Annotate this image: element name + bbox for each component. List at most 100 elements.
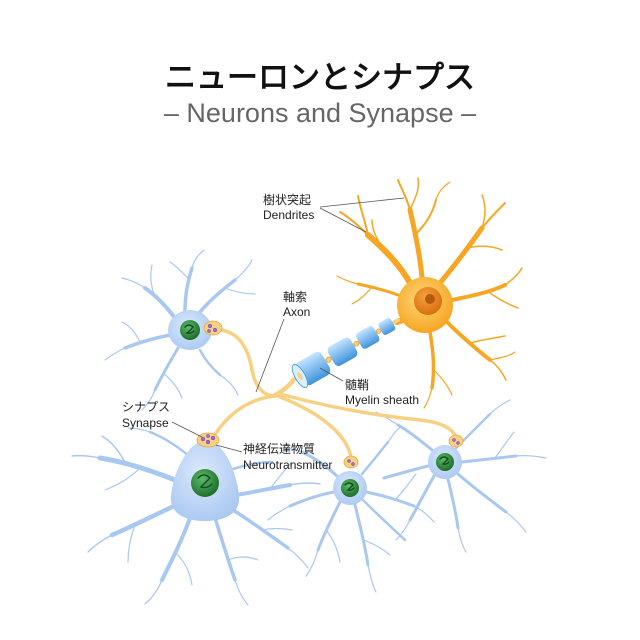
myelin-sheath-segment	[378, 318, 396, 335]
label-axon-en: Axon	[283, 305, 310, 319]
dendrite-branch	[191, 249, 205, 269]
label-dendrites-en: Dendrites	[263, 208, 314, 222]
label-synapse-ja: シナプス	[122, 400, 170, 414]
dendrite-branch	[234, 483, 292, 497]
dendrite-branch	[219, 374, 239, 396]
dendrite-branch	[387, 425, 403, 443]
dendrite-branch	[227, 556, 259, 561]
orange-neuron	[336, 177, 523, 409]
dendrite-branch	[489, 292, 519, 309]
dendrite-branch	[336, 275, 359, 285]
dendrite-branch	[409, 177, 420, 211]
dendrite-branch	[141, 389, 156, 411]
dendrite-branch	[121, 321, 141, 343]
dendrite-branch	[515, 455, 547, 459]
dendrite-branch	[153, 346, 180, 392]
neurotransmitter-dot	[207, 329, 211, 333]
leader-line-dendrites-upper	[319, 197, 405, 208]
neurotransmitter-dot	[206, 434, 210, 438]
blue-neuron-top-left-nucleus	[180, 320, 200, 340]
dendrite-branch	[489, 359, 507, 381]
dendrite-branch	[109, 502, 179, 538]
dendrite-branch	[87, 534, 113, 553]
dendrite-branch	[365, 232, 413, 286]
dendrite-branch	[504, 267, 523, 286]
dendrite-branch	[234, 579, 249, 606]
dendrite-branch	[481, 194, 486, 229]
dendrite-branch	[445, 320, 492, 362]
dendrite-branch	[267, 505, 291, 521]
dendrite-branch	[367, 564, 377, 593]
page-subtitle: – Neurons and Synapse –	[164, 98, 476, 128]
dendrite-branch	[351, 286, 373, 305]
myelin-sheath-segment	[327, 337, 358, 366]
neurotransmitter-dot	[207, 323, 213, 329]
dendrite-branch	[234, 259, 253, 281]
dendrite-branch	[489, 399, 511, 415]
axon-trunk	[272, 378, 296, 398]
dendrite-branch	[123, 333, 172, 350]
blue-neuron-right	[375, 399, 547, 553]
dendrite-branch	[97, 455, 178, 483]
dendrite-branch	[104, 347, 126, 361]
dendrite-branch	[428, 330, 436, 390]
dendrite-branch	[148, 430, 190, 457]
dendrite-branch	[305, 549, 319, 577]
dendrite-branch	[169, 261, 191, 281]
node-of-ranvier	[325, 356, 332, 363]
blue-neuron-bottom-left	[71, 427, 321, 606]
chromatin	[197, 474, 213, 489]
synapse-terminal-bottom-middle	[343, 455, 359, 469]
neurotransmitter-dot	[456, 441, 460, 445]
label-dendrites-ja: 樹状突起	[263, 192, 311, 207]
dendrite-branch	[364, 490, 416, 508]
dendrite-branch	[198, 348, 222, 377]
dendrite-branch	[213, 516, 237, 582]
label-myelin-sheath-en: Myelin sheath	[345, 393, 419, 407]
label-synapse-en: Synapse	[122, 416, 169, 430]
dendrite-branch	[228, 460, 274, 472]
dendrite-branch	[261, 527, 293, 531]
dendrite-branch	[361, 498, 407, 542]
dendrite-branch	[287, 547, 309, 569]
dendrite-branch	[450, 283, 507, 302]
neurotransmitter-dot	[210, 435, 216, 441]
blue-neuron-bottom-left-dendrites	[71, 427, 321, 606]
dendrite-branch	[395, 519, 411, 541]
dendrite-branch	[101, 435, 126, 463]
leader-line-synapse	[171, 421, 203, 438]
dendrite-branch	[339, 211, 369, 236]
dendrite-branch	[183, 266, 194, 312]
dendrite-branch	[357, 195, 369, 236]
dendrite-branch	[104, 467, 141, 491]
myelin-sheath-segment	[356, 326, 380, 349]
dendrite-branch	[407, 207, 425, 281]
synapse-terminal	[343, 455, 359, 469]
neurotransmitter-dot	[212, 327, 218, 333]
synapse-terminal-right	[448, 434, 464, 448]
dendrite-branch	[289, 482, 321, 486]
blue-neuron-bottom-middle-nucleus	[341, 479, 359, 497]
synapse-terminal-top-left	[203, 320, 223, 336]
blue-neuron-bottom-left-nucleus	[191, 469, 219, 497]
dendrite-branch	[437, 225, 485, 286]
neurotransmitter-dot	[347, 459, 351, 463]
synapse-terminal	[448, 434, 464, 448]
myelinated-axon	[291, 318, 401, 388]
dendrite-branch	[71, 454, 101, 459]
dendrite-branch	[435, 181, 451, 201]
dendrite-branch	[300, 450, 339, 478]
neurotransmitter-dot	[351, 462, 355, 466]
page-title: ニューロンとシナプス	[165, 60, 475, 96]
dendrite-branch	[414, 199, 437, 236]
label-axon-ja: 軸索	[283, 290, 307, 304]
synapse-terminal-bottom-left	[196, 432, 220, 448]
dendrite-branch	[160, 516, 192, 582]
axon-branch-to-bottom-left-neuron	[212, 394, 277, 438]
dendrite-branch	[121, 277, 146, 289]
axon-cross-section	[297, 372, 303, 380]
dendrite-branch	[127, 524, 136, 563]
dendrite-branch	[469, 335, 506, 344]
dendrite-branch	[150, 264, 156, 297]
neurotransmitter-dot	[452, 438, 456, 442]
